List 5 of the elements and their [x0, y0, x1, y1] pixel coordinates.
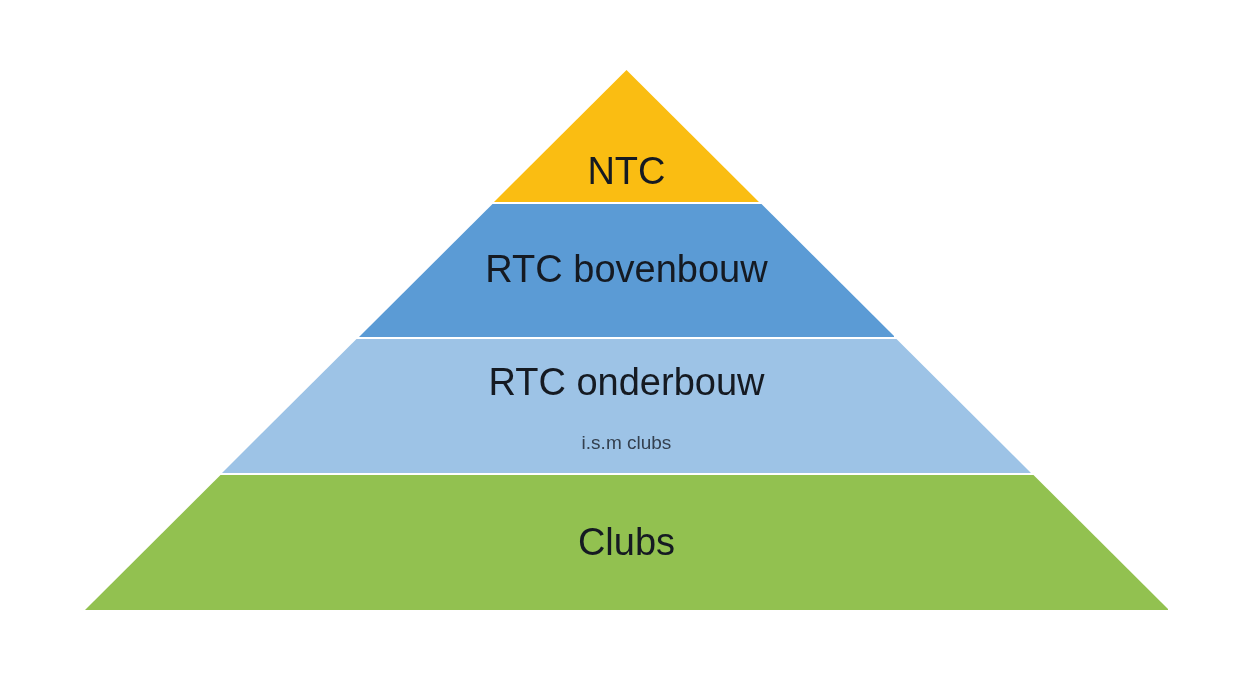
tier-label: RTC bovenbouw — [485, 248, 768, 292]
tier-label: Clubs — [577, 521, 676, 565]
tier-label: NTC — [587, 150, 666, 194]
tier-label: RTC onderbouw — [488, 361, 765, 405]
tier-note: i.s.m clubs — [581, 432, 672, 454]
